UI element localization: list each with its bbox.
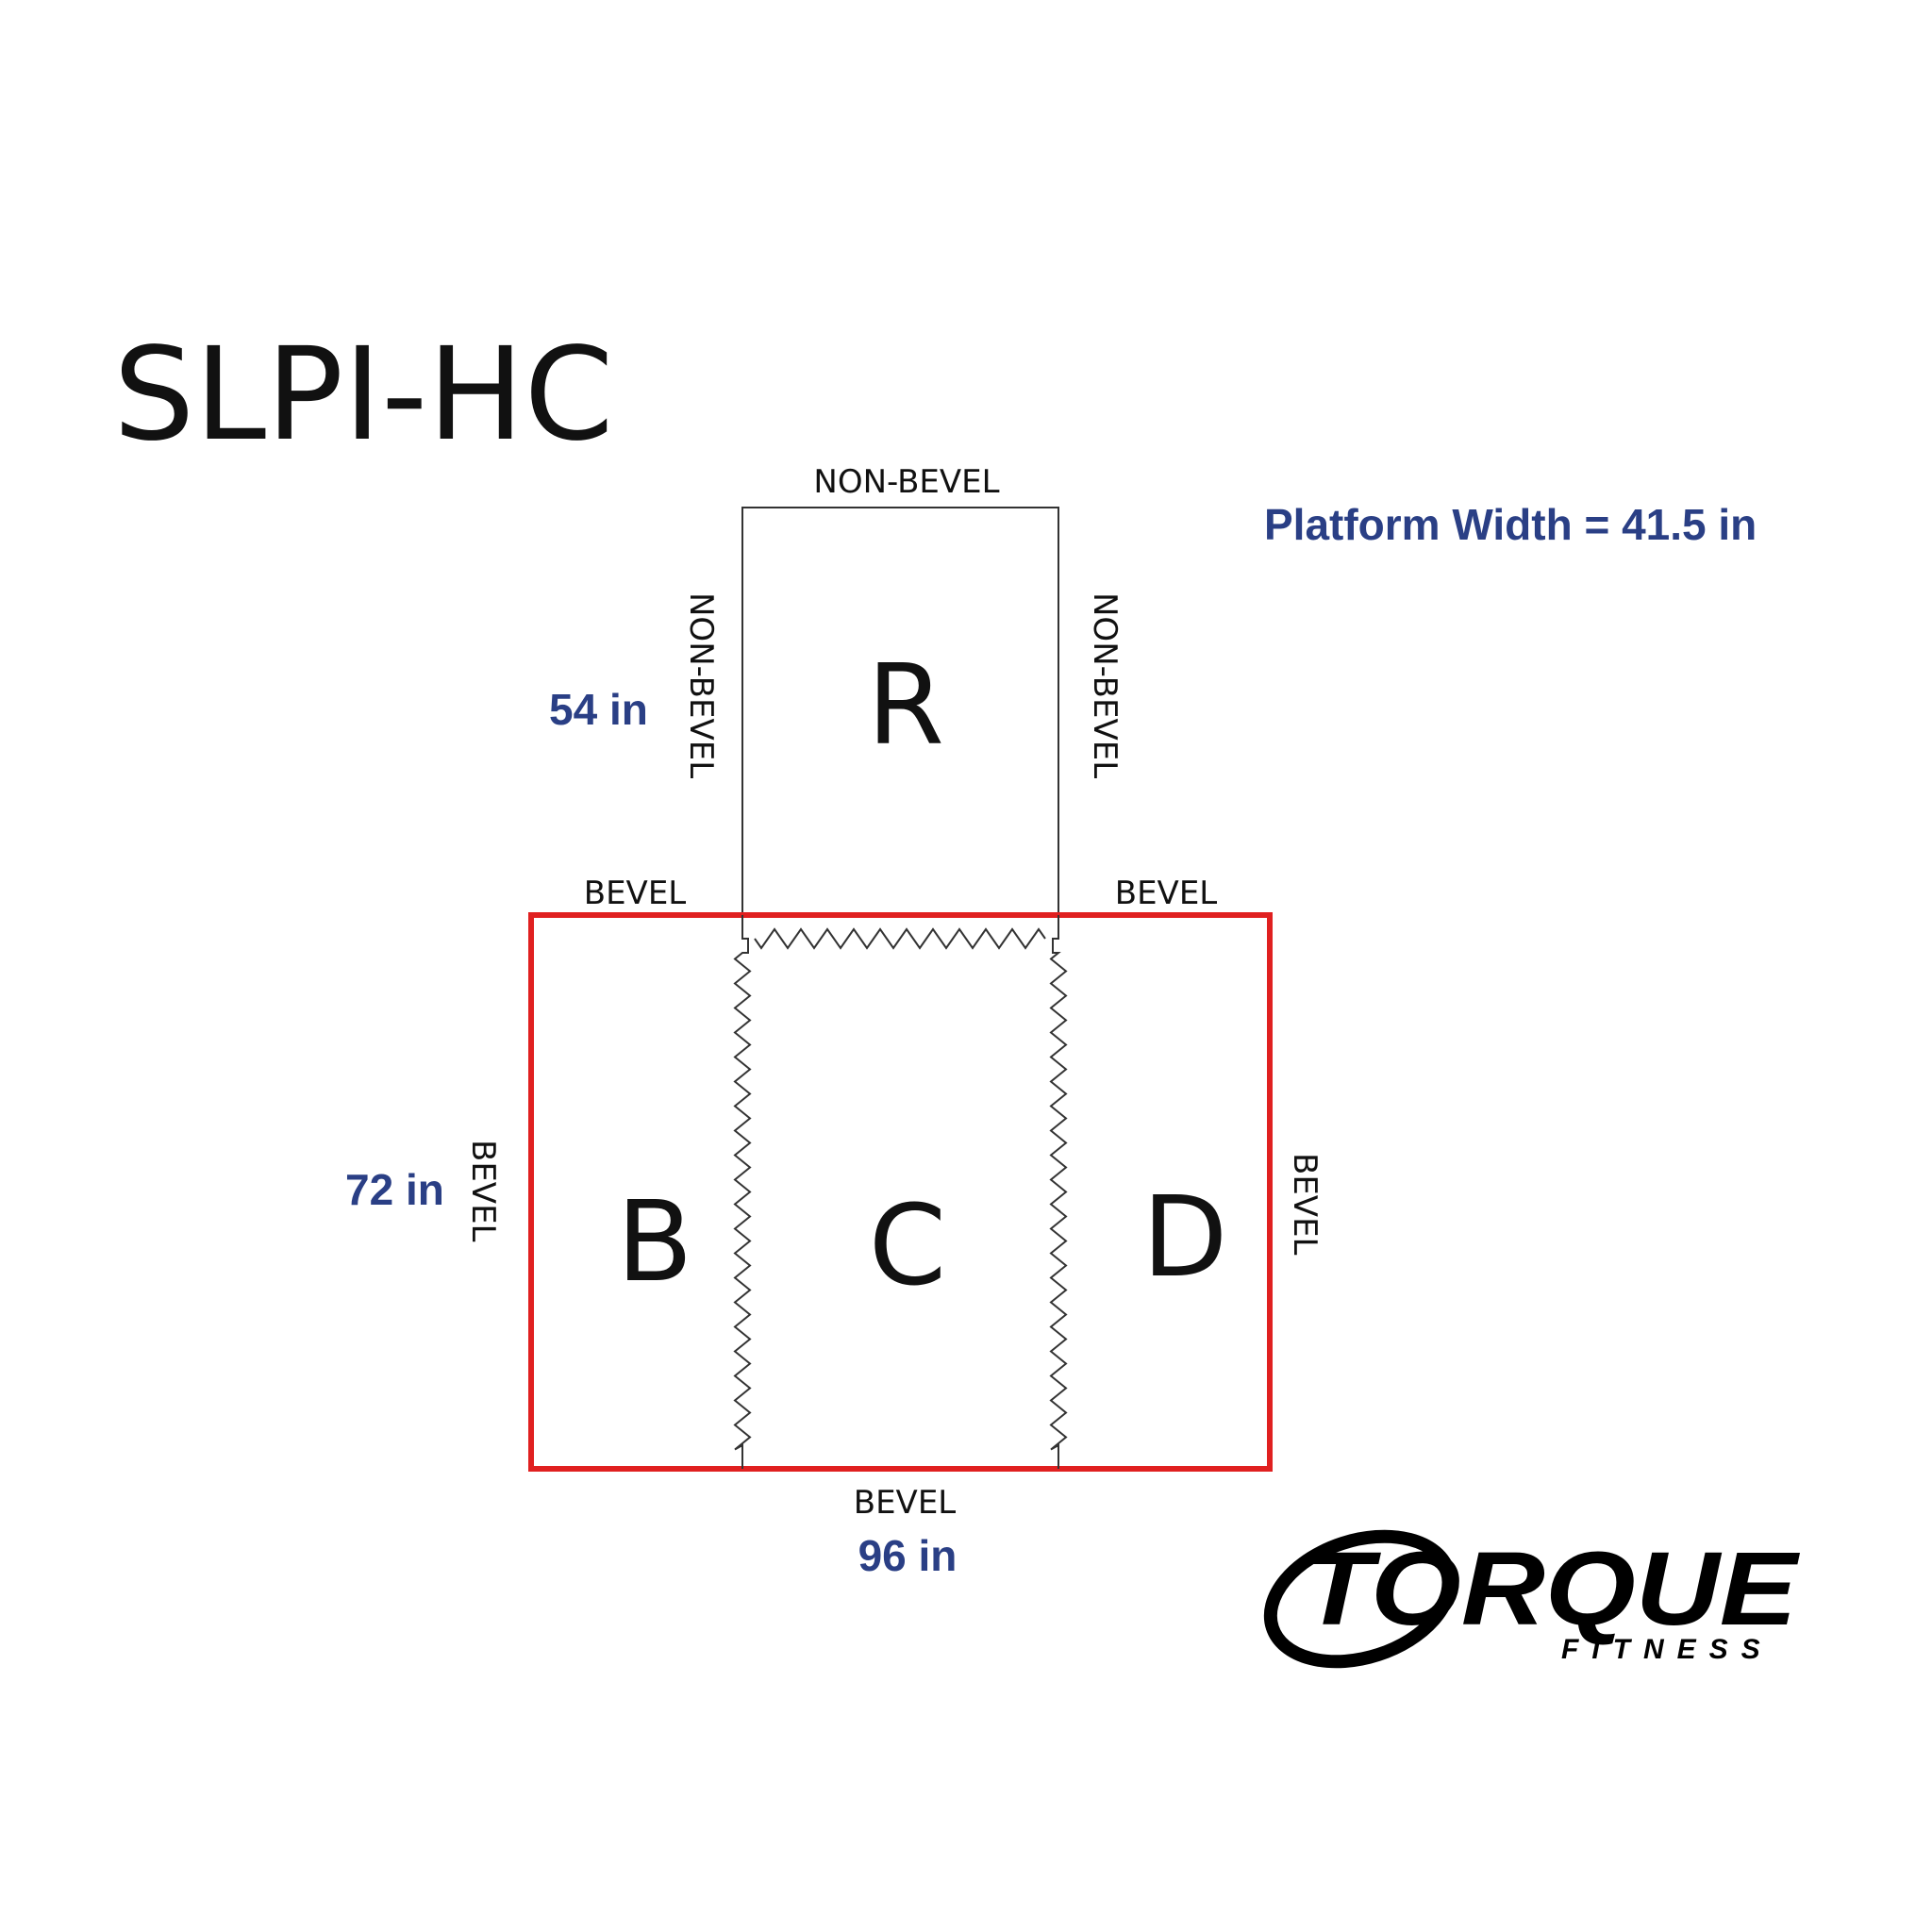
right-interlock-joint <box>1049 915 1068 1469</box>
platform-width-label: Platform Width = 41.5 in <box>1264 500 1757 549</box>
edge-label-r-top: NON-BEVEL <box>813 463 999 501</box>
brand-name: TORQUE <box>1302 1531 1801 1647</box>
dimension-b-height: 72 in <box>345 1165 444 1214</box>
edge-label-top-right: BEVEL <box>1115 874 1218 912</box>
section-label-d: D <box>1142 1172 1228 1302</box>
edge-label-right: BEVEL <box>1286 1153 1324 1256</box>
section-label-b: B <box>617 1176 693 1307</box>
top-interlock-joint <box>754 927 1046 950</box>
edge-label-r-left: NON-BEVEL <box>682 592 720 778</box>
dimension-total-width: 96 in <box>858 1531 958 1580</box>
edge-label-r-right: NON-BEVEL <box>1086 592 1124 778</box>
diagram-title: SLPI-HC <box>113 321 614 470</box>
left-interlock-joint <box>733 915 752 1469</box>
dimension-r-height: 54 in <box>549 685 648 734</box>
brand-sub: FITNESS <box>1561 1634 1774 1665</box>
edge-label-top-left: BEVEL <box>584 874 687 912</box>
torque-fitness-logo: TORQUE FITNESS <box>1263 1529 1801 1669</box>
interlock-joints <box>733 915 1068 1469</box>
platform-outline <box>528 912 1273 1472</box>
section-label-c: C <box>869 1180 946 1310</box>
edge-label-bottom: BEVEL <box>854 1484 957 1522</box>
edge-label-left: BEVEL <box>464 1140 502 1242</box>
section-label-r: R <box>867 640 944 770</box>
